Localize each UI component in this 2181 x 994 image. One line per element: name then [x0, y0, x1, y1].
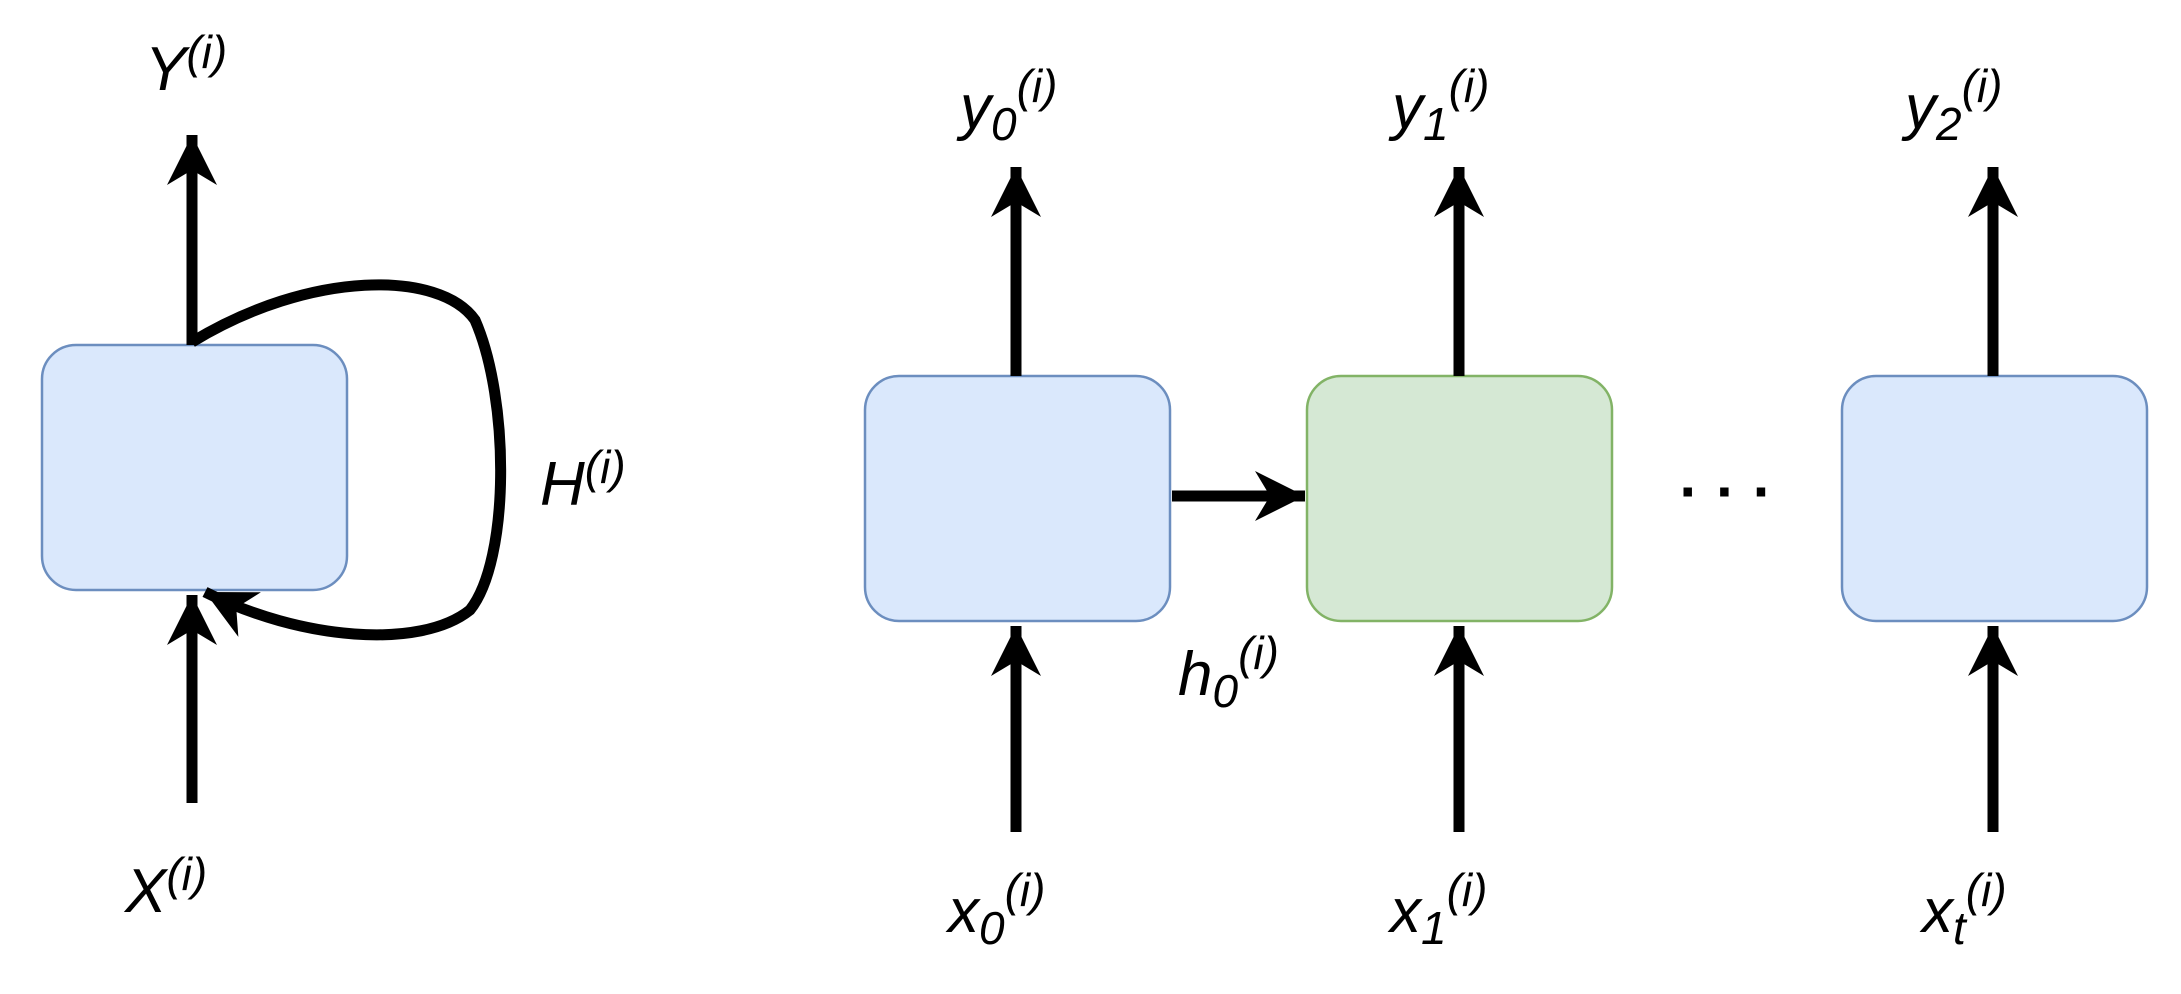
hidden-state-label: h0(i) — [1178, 627, 1279, 717]
cell-step-1 — [1305, 374, 1614, 623]
rolled-rnn: Y(i) H(i) X(i) — [40, 26, 626, 926]
cell-step-0 — [863, 374, 1172, 623]
rolled-cell — [40, 343, 349, 592]
unrolled-rnn: · · · y0(i) y1(i) y2(i) h0(i) x0(i) x1(i… — [863, 60, 2149, 954]
rolled-output-label: Y(i) — [145, 26, 227, 104]
cell-step-t — [1840, 374, 2149, 623]
output-label-2: y2(i) — [1901, 60, 2002, 150]
input-label-0: x0(i) — [945, 864, 1045, 954]
rolled-input-label: X(i) — [123, 848, 207, 926]
output-label-0: y0(i) — [956, 60, 1057, 150]
input-label-t: xt(i) — [1919, 864, 2007, 954]
input-label-1: x1(i) — [1387, 864, 1487, 954]
output-label-1: y1(i) — [1388, 60, 1489, 150]
sequence-ellipsis: · · · — [1679, 458, 1772, 525]
recurrent-loop-arrow — [189, 279, 507, 641]
rolled-hidden-label: H(i) — [540, 441, 626, 519]
